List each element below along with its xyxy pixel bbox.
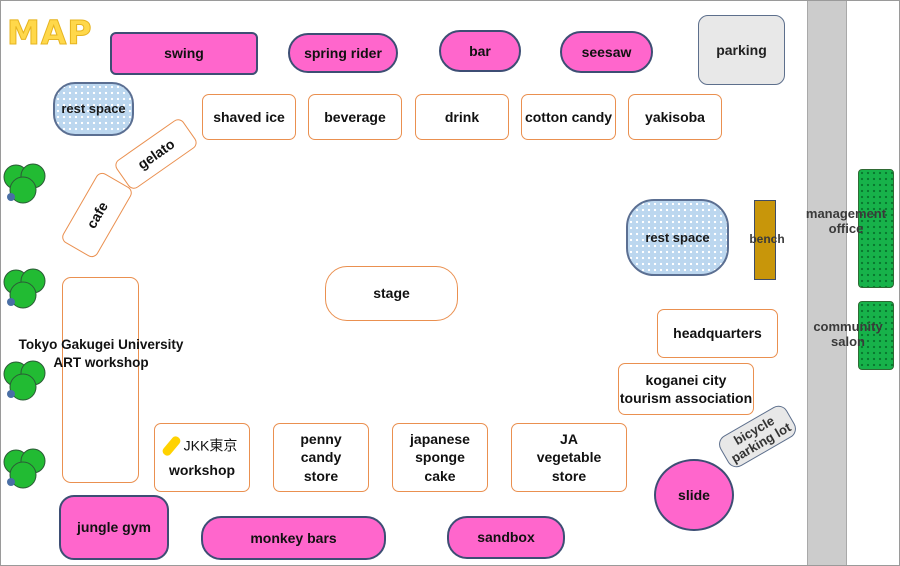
sandbox[interactable]: sandbox xyxy=(447,516,565,559)
headquarters-stall[interactable]: headquarters xyxy=(657,309,778,358)
koganei-line-2: tourism association xyxy=(619,390,753,406)
ja-vegetable-stall[interactable]: JA vegetable store xyxy=(511,423,627,492)
koganei-line-1: koganei city xyxy=(645,371,727,388)
art-workshop-label: Tokyo Gakugei University ART workshop xyxy=(11,336,191,372)
penny-candy-line-3: store xyxy=(303,467,339,484)
art-workshop-line-1: Tokyo Gakugei University xyxy=(18,337,184,352)
sponge-cake-stall[interactable]: japanese sponge cake xyxy=(392,423,488,492)
community-salon-label: community salon xyxy=(813,319,883,349)
tree-icon xyxy=(3,163,46,204)
bench[interactable] xyxy=(754,200,776,280)
penny-candy-line-2: candy xyxy=(300,449,342,466)
ja-line-1: JA xyxy=(560,431,578,448)
bar[interactable]: bar xyxy=(439,30,521,72)
shaved-ice-stall[interactable]: shaved ice xyxy=(202,94,296,140)
monkey-bars[interactable]: monkey bars xyxy=(201,516,386,560)
ja-line-3: store xyxy=(551,467,587,484)
rest-space-left[interactable]: rest space xyxy=(53,82,134,136)
penny-candy-line-1: penny xyxy=(300,431,342,448)
headquarters-label: headquarters xyxy=(673,325,762,342)
cotton-candy-stall[interactable]: cotton candy xyxy=(521,94,616,140)
swing[interactable]: swing xyxy=(110,32,258,75)
cafe-stall[interactable]: cafe xyxy=(59,170,135,260)
jkk-logo: JKK東京 xyxy=(160,434,238,458)
jkk-workshop-label: workshop xyxy=(168,462,236,479)
map-title: MAP xyxy=(7,13,93,53)
sponge-cake-line-2: sponge xyxy=(415,449,465,466)
penny-candy-stall[interactable]: penny candy store xyxy=(273,423,369,492)
seesaw[interactable]: seesaw xyxy=(560,31,653,73)
jkk-workshop-stall[interactable]: JKK東京 workshop xyxy=(154,423,250,492)
jkk-logo-icon xyxy=(160,434,182,458)
beverage-stall[interactable]: beverage xyxy=(308,94,402,140)
tree-icon xyxy=(3,448,46,489)
parking[interactable]: parking xyxy=(698,15,785,85)
art-workshop[interactable] xyxy=(62,277,139,483)
slide[interactable]: slide xyxy=(654,459,734,531)
yakisoba-stall[interactable]: yakisoba xyxy=(628,94,722,140)
tree-icon xyxy=(3,268,46,309)
tree-icon xyxy=(3,360,46,401)
management-office[interactable] xyxy=(858,169,894,288)
management-office-label: management office xyxy=(805,206,887,236)
ja-line-2: vegetable xyxy=(536,449,602,466)
bench-label: bench xyxy=(749,232,785,246)
jkk-logo-text: JKK東京 xyxy=(183,437,238,454)
spring-rider[interactable]: spring rider xyxy=(288,33,398,73)
road xyxy=(807,1,847,565)
koganei-tourism-stall[interactable]: koganei city tourism association xyxy=(618,363,754,415)
drink-stall[interactable]: drink xyxy=(415,94,509,140)
sponge-cake-line-3: cake xyxy=(424,467,456,484)
art-workshop-line-2: ART workshop xyxy=(53,355,149,371)
jungle-gym[interactable]: jungle gym xyxy=(59,495,169,560)
community-salon[interactable] xyxy=(858,301,894,370)
stage[interactable]: stage xyxy=(325,266,458,321)
sponge-cake-line-1: japanese xyxy=(410,431,470,448)
rest-space-right[interactable]: rest space xyxy=(626,199,729,276)
